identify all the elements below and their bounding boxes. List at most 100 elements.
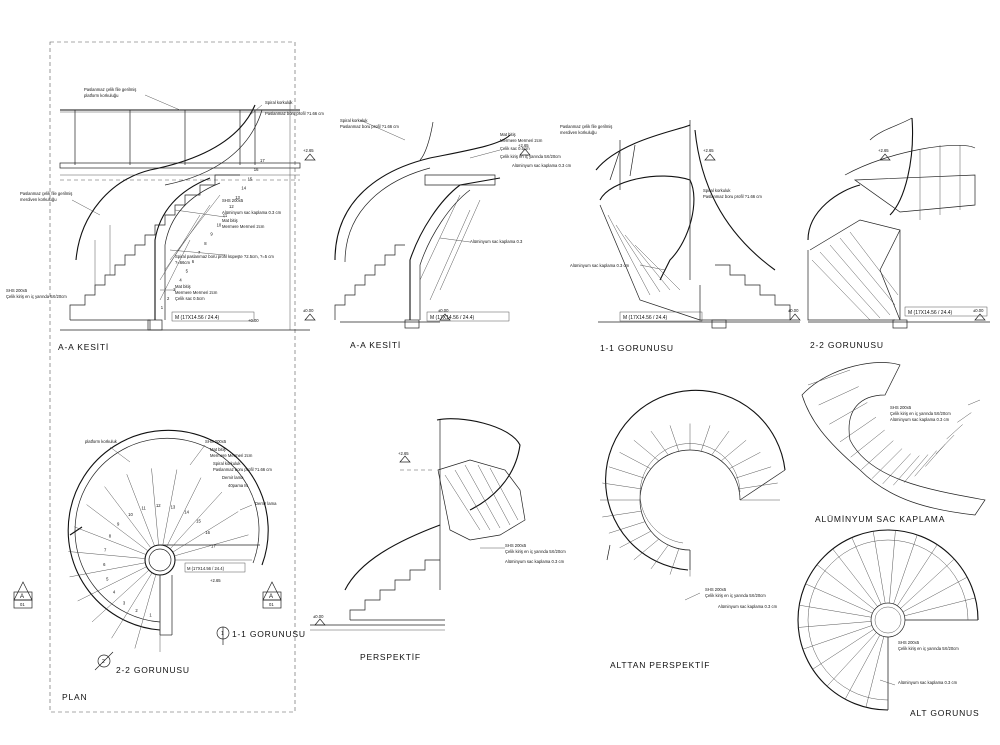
cladding-line bbox=[871, 448, 903, 479]
underside-tread-line bbox=[721, 440, 747, 462]
bottom-tread-line bbox=[897, 544, 938, 606]
plan-step-number: 5 bbox=[106, 576, 109, 581]
plan-tread-line bbox=[68, 551, 146, 559]
bottom-tread-line bbox=[902, 576, 968, 613]
note-marble-1: Mermere Mermeri 2cm bbox=[222, 224, 265, 229]
section-step-number: 8 bbox=[204, 241, 207, 246]
level-top-3: +2.65 bbox=[703, 148, 714, 153]
section-marker-left-letter: A bbox=[20, 594, 24, 600]
cladding-line bbox=[957, 412, 972, 423]
level-top-4: +2.65 bbox=[878, 148, 889, 153]
title-section-aa-right: A-A KESİTİ bbox=[350, 340, 401, 350]
note-iron-flat-1: Demir lama bbox=[222, 475, 244, 480]
note-iron-flat-2: Demir lama bbox=[255, 501, 277, 506]
note-stair-railing-2: merdiven korkuluğu bbox=[20, 197, 57, 202]
note-shs-under: SHS 200x5 bbox=[705, 587, 727, 592]
section-step-number: 9 bbox=[210, 232, 213, 237]
underside-tread-line bbox=[734, 466, 772, 479]
note-aluminium: Alüminyum sac kaplama 0.3 cm bbox=[222, 210, 282, 215]
title-perspective: PERSPEKTİF bbox=[360, 652, 421, 662]
title-bottom-view: ALT GORUNUS bbox=[910, 708, 979, 718]
section-step-number: 7 bbox=[198, 250, 201, 255]
bottom-tread-line bbox=[802, 625, 872, 650]
section-aa-left-notes: Paslanmaz çelik file gerilmiş platform k… bbox=[6, 87, 324, 352]
note-aluminium-under: Alüminyum sac kaplama 0.3 cm bbox=[718, 604, 778, 609]
section-step-number: 3 bbox=[173, 287, 176, 292]
plan-tread-line bbox=[74, 526, 147, 555]
section-step-number: 14 bbox=[241, 186, 246, 191]
note-steel-sheet: Çelik sac 0.5cm bbox=[175, 296, 205, 301]
section-step-number: 2 bbox=[167, 296, 170, 301]
title-view-22: 2-2 GORUNUSU bbox=[810, 340, 884, 350]
underside-tread-line bbox=[619, 452, 652, 470]
section-step-number: 11 bbox=[223, 213, 228, 218]
section-aa-left bbox=[59, 94, 316, 331]
aluminium-cladding-lines bbox=[807, 369, 981, 486]
level-ground: ±0.00 bbox=[303, 308, 314, 313]
plan-step-number: 9 bbox=[117, 521, 120, 526]
note-spiral-railing: Spiral korkuluk bbox=[265, 100, 293, 105]
cladding-line bbox=[903, 454, 929, 483]
aluminium-cladding-notes: SHS 200x5 Çelik kiriş en iç yarında 5X/2… bbox=[815, 405, 951, 524]
cladding-line bbox=[946, 424, 963, 440]
underside-tread-line bbox=[650, 544, 669, 570]
underside-tread-line bbox=[633, 440, 659, 462]
plan-tread-line bbox=[166, 477, 202, 547]
note-steel-beam: Çelik kiriş en iç yarında 5X/20cm bbox=[6, 294, 67, 299]
bottom-tread-line bbox=[826, 632, 877, 687]
section-marker-right-sheet: 01 bbox=[269, 602, 274, 607]
view-marker-2: 2 2-2 GORUNUSU bbox=[94, 651, 189, 675]
perspective-notes: SHS 200x5 Çelik kiriş en iç yarında 5X/2… bbox=[313, 451, 566, 662]
dimension-box-3 bbox=[619, 311, 703, 322]
bottom-tread-line bbox=[799, 604, 872, 618]
level-top-persp: +2.65 bbox=[398, 451, 409, 456]
section-step-number: 5 bbox=[186, 268, 189, 273]
underside-tread-line bbox=[738, 482, 778, 490]
view-22 bbox=[807, 117, 990, 329]
note-platform-railing-1: Paslanmaz çelik file gerilmiş bbox=[84, 87, 136, 92]
bottom-tread-lines bbox=[798, 530, 978, 710]
section-step-number: 16 bbox=[254, 167, 259, 172]
level-ground-2: ±0.00 bbox=[438, 308, 449, 313]
bottom-tread-line bbox=[812, 629, 874, 670]
title-view-11: 1-1 GORUNUSU bbox=[600, 343, 674, 353]
note-handrail: Spiral paslanmaz boru profil küpeşte ?2.… bbox=[175, 254, 274, 259]
underside-notes: SHS 200x5 Çelik kiriş en iç yarında 5X/2… bbox=[610, 587, 778, 670]
view-22-notes: M (17X14.56 / 24.4) +2.65 ±0.00 2-2 GORU… bbox=[810, 148, 988, 350]
section-aa-right bbox=[334, 119, 531, 329]
plan-step-number: 7 bbox=[104, 547, 107, 552]
note-stair-railing-1: Paslanmaz çelik file gerilmiş bbox=[20, 191, 72, 196]
view-marker-1-label: 1-1 GORUNUSU bbox=[232, 629, 306, 639]
underside-tread-line bbox=[602, 482, 642, 490]
level-plan: +2.65 bbox=[210, 578, 221, 583]
dimension-label-3: M (17X14.56 / 24.4) bbox=[623, 315, 668, 321]
plan-tread-line bbox=[77, 566, 147, 602]
plan-tread-lines bbox=[68, 468, 252, 652]
bottom-tread-line bbox=[900, 558, 955, 609]
note-aluminium-persp: Alüminyum sac kaplama 0.3 cm bbox=[505, 559, 565, 564]
note-matte-plan: Mat bitiş bbox=[210, 447, 226, 452]
plan-tread-line bbox=[104, 486, 152, 549]
cladding-line bbox=[893, 455, 920, 486]
plan-step-number: 11 bbox=[141, 506, 146, 511]
section-marker-left-sheet: 01 bbox=[20, 602, 25, 607]
note-steel-beam-alu: Çelik kiriş en iç yarında 5X/20cm bbox=[890, 411, 951, 416]
note-spiral-railing-2: Spiral korkuluk bbox=[340, 118, 368, 123]
dimension-box-4 bbox=[904, 306, 988, 317]
note-steel-beam-persp: Çelik kiriş en iç yarında 5X/20cm bbox=[505, 549, 566, 554]
bottom-tread-line bbox=[832, 548, 878, 607]
cladding-line bbox=[818, 386, 859, 406]
bottom-tread-line bbox=[893, 534, 918, 604]
cladding-line bbox=[850, 429, 885, 458]
note-spiral-railing-3: Spiral korkuluk bbox=[703, 188, 731, 193]
note-matte-3: Mat bitiş bbox=[500, 132, 516, 137]
plan-notes: platform korkuluk SHS 200x5 Mat bitiş Me… bbox=[62, 439, 277, 702]
dimension-label-4: M (17X14.56 / 24.4) bbox=[908, 310, 953, 316]
note-pipe-2: Paslanmaz boru profil ?1.66 cm bbox=[340, 124, 399, 129]
cladding-line bbox=[839, 416, 877, 443]
section-step-number: 6 bbox=[192, 259, 195, 264]
plan-tread-line bbox=[91, 569, 150, 623]
underside-tread-line bbox=[669, 548, 680, 575]
